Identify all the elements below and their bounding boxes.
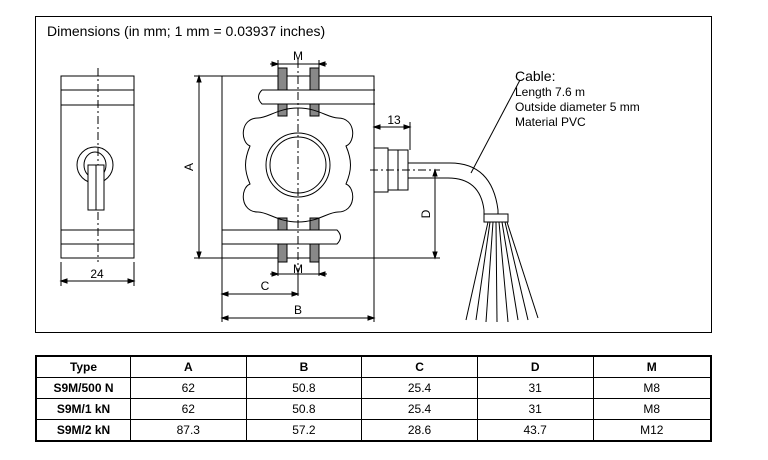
cell-type: S9M/1 kN [35,398,131,420]
label-13: 13 [387,113,401,127]
cell-m: M8 [592,398,712,420]
header-a: A [130,355,247,378]
cable-material: Material PVC [515,115,586,129]
table-header-row: Type A B C D M [35,355,712,378]
cable-heading: Cable: [515,68,556,84]
table-row: S9M/2 kN 87.3 57.2 28.6 43.7 M12 [35,419,712,442]
label-24: 24 [90,267,104,281]
cell-b: 50.8 [245,377,363,399]
cable-diameter: Outside diameter 5 mm [515,100,640,114]
cell-a: 62 [130,398,247,420]
label-d: D [419,209,433,218]
header-d: D [476,355,594,378]
cell-b: 57.2 [245,419,363,442]
cell-type: S9M/2 kN [35,419,131,442]
cell-m: M8 [592,377,712,399]
cell-d: 31 [476,377,594,399]
label-m-bottom: M [293,262,303,276]
dimension-table: Type A B C D M S9M/500 N 62 50.8 25.4 31… [35,355,712,442]
dimensions-title: Dimensions (in mm; 1 mm = 0.03937 inches… [47,23,326,39]
table-row: S9M/1 kN 62 50.8 25.4 31 M8 [35,398,712,420]
cell-a: 87.3 [130,419,247,442]
cell-m: M12 [592,419,712,442]
cell-a: 62 [130,377,247,399]
cell-c: 28.6 [361,419,478,442]
cable-info: Cable: Length 7.6 m Outside diameter 5 m… [515,68,640,130]
header-type: Type [35,355,131,378]
label-m-top: M [293,49,303,63]
label-a: A [182,163,196,171]
label-c: C [261,279,270,293]
header-c: C [361,355,478,378]
label-b: B [294,303,302,317]
cell-b: 50.8 [245,398,363,420]
header-m: M [592,355,712,378]
cell-d: 31 [476,398,594,420]
cell-c: 25.4 [361,377,478,399]
cell-d: 43.7 [476,419,594,442]
side-view [59,68,136,286]
header-b: B [245,355,363,378]
front-view [194,60,440,322]
cable-length: Length 7.6 m [515,85,586,99]
cable-drawing [408,79,539,323]
table-row: S9M/500 N 62 50.8 25.4 31 M8 [35,377,712,399]
cell-type: S9M/500 N [35,377,131,399]
technical-drawing: M M A B C D 13 24 [59,49,539,323]
cell-c: 25.4 [361,398,478,420]
